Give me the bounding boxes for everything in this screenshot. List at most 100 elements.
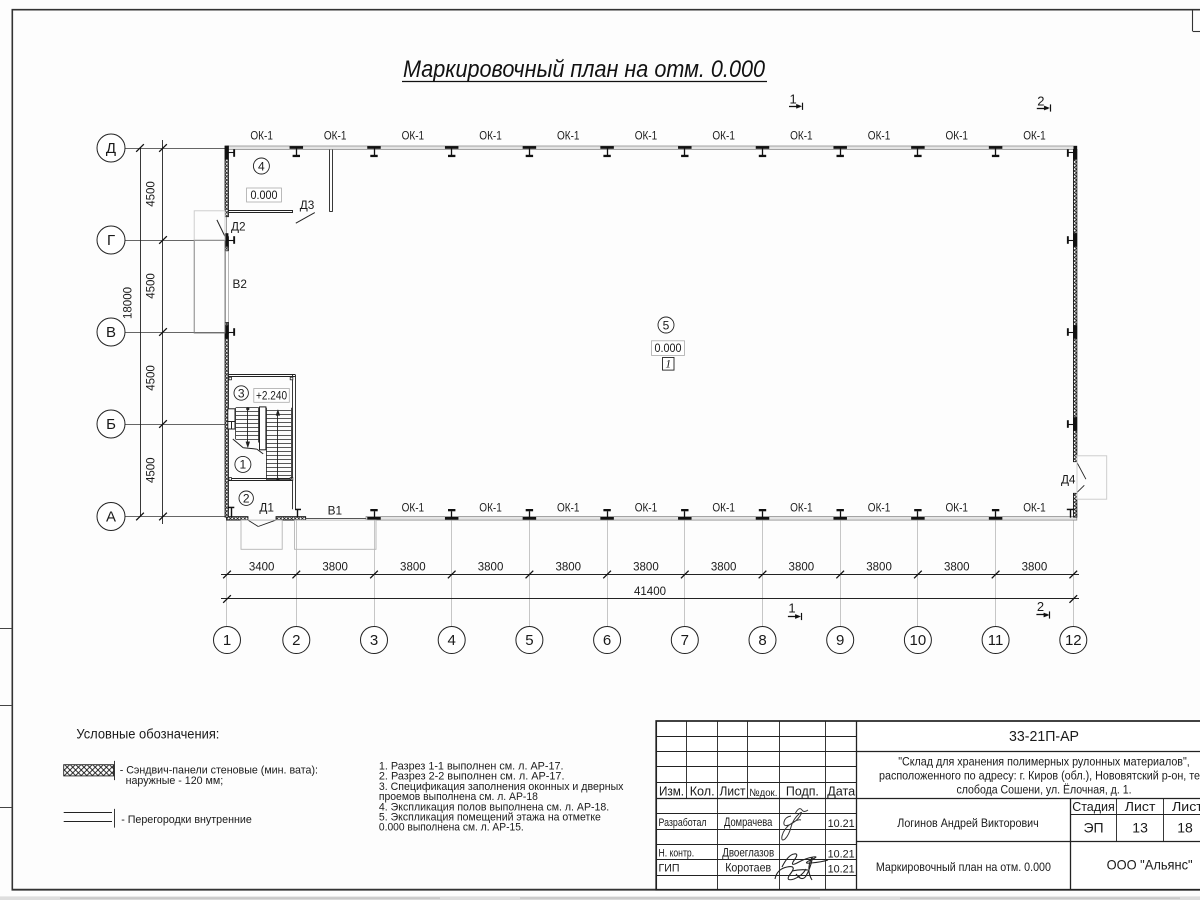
svg-text:13: 13 <box>1132 820 1148 836</box>
svg-text:Лист: Лист <box>720 783 746 798</box>
svg-text:ОК-1: ОК-1 <box>557 129 580 143</box>
svg-text:5: 5 <box>525 632 533 649</box>
svg-text:3800: 3800 <box>478 560 504 574</box>
svg-text:ЭП: ЭП <box>1083 820 1103 836</box>
svg-text:18000: 18000 <box>121 287 135 319</box>
svg-text:41400: 41400 <box>634 584 666 598</box>
svg-text:ОК-1: ОК-1 <box>250 129 273 143</box>
svg-text:10: 10 <box>910 632 927 649</box>
svg-text:В1: В1 <box>328 503 342 517</box>
svg-text:12: 12 <box>1065 632 1082 649</box>
svg-text:ОК-1: ОК-1 <box>868 500 891 514</box>
svg-text:Лист: Лист <box>1125 799 1156 814</box>
svg-text:Разработал: Разработал <box>659 817 707 829</box>
svg-text:ГИП: ГИП <box>659 863 680 875</box>
svg-text:3: 3 <box>238 386 245 400</box>
svg-text:5. Экспликация помещений этажа: 5. Экспликация помещений этажа на отметк… <box>379 812 601 824</box>
svg-text:ОК-1: ОК-1 <box>479 500 502 514</box>
svg-text:Д4: Д4 <box>1061 472 1076 486</box>
svg-text:7: 7 <box>681 632 689 649</box>
svg-text:ОК-1: ОК-1 <box>790 500 813 514</box>
svg-text:ОК-1: ОК-1 <box>557 500 580 514</box>
svg-text:4. Экспликация полов выполнена: 4. Экспликация полов выполнена см. л. АР… <box>379 801 609 813</box>
svg-text:1: 1 <box>240 458 247 472</box>
svg-text:+2.240: +2.240 <box>256 389 287 403</box>
svg-text:Н. контр.: Н. контр. <box>659 847 695 859</box>
svg-text:10.21: 10.21 <box>828 848 855 860</box>
svg-text:- Перегородки внутренние: - Перегородки внутренние <box>121 814 252 826</box>
svg-text:Изм.: Изм. <box>659 783 684 798</box>
svg-text:0.000: 0.000 <box>251 188 278 202</box>
svg-text:Подп.: Подп. <box>786 783 819 798</box>
svg-text:Д: Д <box>106 140 116 157</box>
svg-text:ОК-1: ОК-1 <box>1023 129 1046 143</box>
svg-text:- Сэндвич-панели стеновые (мин: - Сэндвич-панели стеновые (мин. вата): <box>120 765 318 777</box>
svg-text:33-21П-АР: 33-21П-АР <box>1009 729 1079 745</box>
svg-text:4500: 4500 <box>144 273 158 299</box>
svg-text:10.21: 10.21 <box>828 864 855 876</box>
svg-text:Б: Б <box>106 416 116 433</box>
svg-text:слобода Сошени, ул. Ёлочная, д: слобода Сошени, ул. Ёлочная, д. 1. <box>957 783 1132 797</box>
svg-text:Кол.: Кол. <box>690 783 715 798</box>
svg-text:2: 2 <box>292 632 300 649</box>
svg-text:10.21: 10.21 <box>828 818 855 830</box>
svg-text:ОК-1: ОК-1 <box>868 129 891 143</box>
svg-text:ОК-1: ОК-1 <box>635 500 658 514</box>
svg-text:0.000: 0.000 <box>655 341 682 355</box>
svg-text:4500: 4500 <box>144 181 158 207</box>
svg-text:5: 5 <box>663 318 670 332</box>
svg-text:3400: 3400 <box>249 560 275 574</box>
svg-text:3800: 3800 <box>944 560 970 574</box>
svg-text:2. Разрез 2-2 выполнен см. л.: 2. Разрез 2-2 выполнен см. л. АР-17. <box>379 771 565 783</box>
svg-text:1: 1 <box>223 632 231 649</box>
svg-text:Дата: Дата <box>827 783 856 798</box>
svg-text:ОК-1: ОК-1 <box>946 129 969 143</box>
svg-text:Д2: Д2 <box>231 220 246 234</box>
svg-text:9: 9 <box>836 632 844 649</box>
svg-text:1: 1 <box>788 600 795 615</box>
svg-text:11: 11 <box>988 632 1004 649</box>
svg-text:ОК-1: ОК-1 <box>946 500 969 514</box>
svg-text:2: 2 <box>1037 599 1044 614</box>
svg-text:Логинов Андрей Викторович: Логинов Андрей Викторович <box>897 816 1038 830</box>
svg-text:Стадия: Стадия <box>1072 799 1115 814</box>
svg-text:4500: 4500 <box>144 457 158 483</box>
svg-text:Маркировочный план на отм. 0.0: Маркировочный план на отм. 0.000 <box>403 56 765 83</box>
svg-text:ОК-1: ОК-1 <box>712 500 735 514</box>
svg-text:1: 1 <box>789 92 796 107</box>
svg-text:В2: В2 <box>233 277 247 291</box>
svg-text:проемов выполнена см. л. АР-18: проемов выполнена см. л. АР-18 <box>379 791 538 803</box>
svg-text:ОК-1: ОК-1 <box>1023 500 1046 514</box>
svg-text:ОК-1: ОК-1 <box>402 500 425 514</box>
svg-text:ОК-1: ОК-1 <box>479 129 502 143</box>
svg-text:ОК-1: ОК-1 <box>402 129 425 143</box>
svg-text:Д1: Д1 <box>259 500 274 514</box>
svg-text:ОК-1: ОК-1 <box>324 129 347 143</box>
svg-text:3. Спецификация заполнения око: 3. Спецификация заполнения оконных и две… <box>379 781 624 793</box>
svg-text:2: 2 <box>1037 93 1044 108</box>
svg-text:Маркировочный план на отм. 0.0: Маркировочный план на отм. 0.000 <box>876 860 1051 874</box>
svg-text:0.000 выполнена см. л. АР-15.: 0.000 выполнена см. л. АР-15. <box>379 822 524 834</box>
svg-text:В: В <box>106 324 116 341</box>
svg-text:1. Разрез 1-1 выполнен см. л.: 1. Разрез 1-1 выполнен см. л. АР-17. <box>379 761 564 773</box>
svg-text:3800: 3800 <box>633 560 659 574</box>
svg-text:ООО "Альянс": ООО "Альянс" <box>1107 858 1193 873</box>
svg-text:4500: 4500 <box>144 365 158 391</box>
svg-text:4: 4 <box>448 632 456 649</box>
svg-text:Д3: Д3 <box>300 198 315 212</box>
svg-text:3800: 3800 <box>866 560 892 574</box>
svg-text:Двоеглазов: Двоеглазов <box>722 845 774 859</box>
svg-text:наружные - 120 мм;: наружные - 120 мм; <box>126 775 224 787</box>
svg-text:расположенного по адресу: г. К: расположенного по адресу: г. Киров (обл.… <box>879 769 1200 783</box>
svg-text:1: 1 <box>665 358 671 370</box>
svg-text:4: 4 <box>258 159 265 173</box>
svg-text:3800: 3800 <box>400 560 426 574</box>
svg-text:3: 3 <box>370 632 378 649</box>
svg-text:3800: 3800 <box>789 560 815 574</box>
svg-text:3800: 3800 <box>555 560 581 574</box>
svg-text:2: 2 <box>243 492 250 506</box>
svg-text:3800: 3800 <box>322 560 348 574</box>
svg-text:Г: Г <box>107 232 115 249</box>
svg-text:3800: 3800 <box>711 560 737 574</box>
svg-text:ОК-1: ОК-1 <box>635 129 658 143</box>
